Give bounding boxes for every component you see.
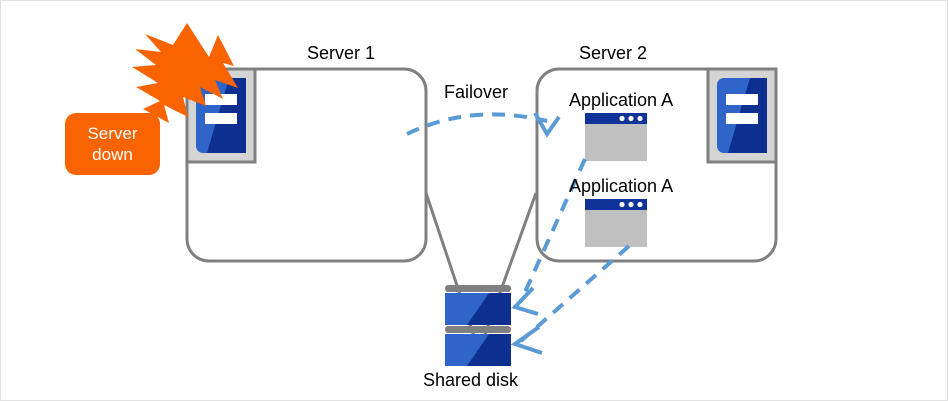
server-down-line-2: down	[92, 145, 133, 164]
server-down-badge: Server down	[65, 113, 160, 175]
application-label: Application A	[569, 90, 674, 110]
application-label: Application A	[569, 176, 674, 196]
failover-label: Failover	[444, 82, 509, 102]
server-rack-icon	[706, 67, 778, 164]
disk-access-arrow-icon	[511, 158, 587, 316]
server1-title: Server 1	[307, 43, 376, 63]
disk-access-arrow-icon	[510, 244, 631, 355]
failover-arrow-icon	[406, 112, 561, 138]
shared-disk-label: Shared disk	[423, 370, 519, 390]
lightning-bolt-icon	[132, 23, 238, 123]
server2-title: Server 2	[579, 43, 648, 63]
disk-stack-icon	[445, 285, 511, 366]
app-window-icon	[585, 113, 647, 161]
server-down-line-1: Server	[87, 124, 138, 143]
app-window-icon	[585, 199, 647, 247]
